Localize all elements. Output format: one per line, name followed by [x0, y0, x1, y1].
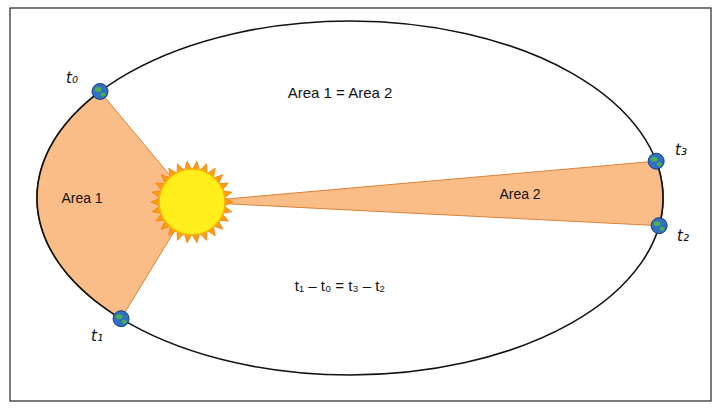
orbit-arc	[656, 161, 663, 225]
sector-shape	[190, 159, 665, 228]
area-label: Area 1	[61, 190, 102, 206]
earth-land	[654, 221, 661, 226]
earth-land	[116, 314, 123, 319]
frame	[10, 8, 711, 401]
time-label: t₀	[66, 69, 78, 87]
earth-disc	[648, 153, 664, 169]
earth-land	[657, 162, 662, 166]
equation-label: Area 1 = Area 2	[288, 84, 393, 101]
earth-land	[660, 227, 665, 231]
earth-disc	[113, 311, 129, 327]
earth-disc	[651, 218, 667, 234]
earth-icon	[651, 218, 667, 234]
area-sector: Area 2	[190, 159, 665, 228]
area-sector: Area 1	[35, 89, 194, 321]
sector-fill	[37, 91, 192, 318]
equation-label: t₁ – t₀ = t₃ – t₂	[295, 277, 385, 294]
sector-fill	[192, 161, 663, 225]
sun-rays	[151, 161, 233, 242]
time-label: t₂	[677, 227, 689, 245]
earth-icon	[648, 153, 664, 169]
time-label: t₁	[91, 327, 103, 345]
earth-land	[95, 87, 102, 92]
area-label: Area 2	[499, 186, 540, 202]
earth-land	[101, 92, 106, 96]
earth-icon	[92, 83, 108, 99]
orbit-arc	[37, 91, 121, 318]
earth-disc	[92, 83, 108, 99]
earth-icon	[113, 311, 129, 327]
sun	[159, 169, 225, 235]
earth-land	[122, 320, 127, 324]
sector-shape	[35, 89, 194, 321]
orbit-ellipse	[37, 21, 663, 375]
earth-land	[651, 157, 658, 162]
time-label: t₃	[675, 141, 687, 159]
